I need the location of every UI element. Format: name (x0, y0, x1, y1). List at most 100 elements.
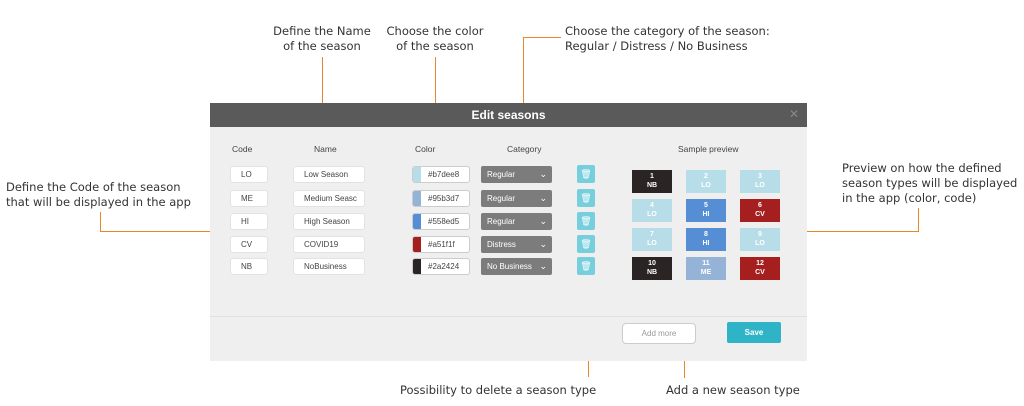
annotation-add-line (684, 350, 685, 378)
add-more-button[interactable]: Add more (622, 323, 696, 344)
annotation-add: Add a new season type (666, 383, 800, 397)
code-field[interactable]: ME (230, 190, 268, 207)
header-code: Code (232, 144, 253, 154)
color-hex: #a51f1f (428, 240, 455, 249)
delete-button[interactable]: 🗑 (577, 189, 595, 207)
tile-code: CV (755, 211, 765, 218)
name-field[interactable]: High Season (293, 213, 365, 230)
tile-code: NB (646, 182, 658, 189)
color-hex: #95b3d7 (428, 194, 460, 203)
chevron-down-icon: ⌄ (539, 169, 547, 179)
trash-icon: 🗑 (580, 193, 592, 203)
header-sample-preview: Sample preview (678, 144, 739, 154)
category-select-value: Regular (487, 194, 516, 203)
dialog-header: Edit seasons ✕ (210, 103, 807, 127)
dialog-title: Edit seasons (471, 108, 546, 122)
name-field[interactable]: COVID19 (293, 236, 365, 253)
delete-button[interactable]: 🗑 (577, 212, 595, 230)
chevron-down-icon: ⌄ (539, 239, 547, 249)
annotation-category-line-v (523, 37, 524, 121)
annotation-preview-line-h (797, 231, 919, 232)
color-hex: #558ed5 (428, 217, 460, 226)
name-field[interactable]: Low Season (293, 166, 365, 183)
delete-button[interactable]: 🗑 (577, 235, 595, 253)
category-select[interactable]: Regular ⌄ (481, 213, 552, 230)
color-hex: #2a2424 (428, 262, 460, 271)
category-select[interactable]: No Business ⌄ (481, 258, 552, 275)
color-swatch (413, 214, 421, 229)
color-field[interactable]: #558ed5 (412, 213, 470, 230)
annotation-code: Define the Code of the season that will … (6, 180, 191, 209)
color-hex: #b7dee8 (428, 170, 460, 179)
tile-number: 12 (756, 260, 764, 267)
delete-button[interactable]: 🗑 (577, 257, 595, 275)
annotation-category: Choose the category of the season: Regul… (565, 24, 770, 53)
color-field[interactable]: #b7dee8 (412, 166, 470, 183)
category-select[interactable]: Regular ⌄ (481, 166, 552, 183)
tile-number: 8 (704, 231, 708, 238)
tile-number: 9 (758, 231, 762, 238)
category-select-value: Regular (487, 217, 516, 226)
delete-button[interactable]: 🗑 (577, 165, 595, 183)
chevron-down-icon: ⌄ (539, 261, 547, 271)
category-select-value: Distress (487, 240, 516, 249)
save-button[interactable]: Save (727, 322, 781, 343)
annotation-code-line-h (100, 231, 224, 232)
footer-divider (210, 316, 807, 317)
code-field[interactable]: HI (230, 213, 268, 230)
annotation-preview: Preview on how the defined season types … (842, 161, 1018, 205)
tile-number: 11 (702, 260, 710, 267)
header-name: Name (314, 144, 337, 154)
close-icon[interactable]: ✕ (788, 107, 799, 121)
trash-icon: 🗑 (580, 261, 592, 271)
color-field[interactable]: #a51f1f (412, 236, 470, 253)
annotation-preview-line-v (918, 208, 919, 231)
edit-seasons-dialog: Edit seasons ✕ Code Name Color Category … (210, 103, 807, 361)
header-category: Category (507, 144, 542, 154)
category-select-value: Regular (487, 170, 516, 179)
color-field[interactable]: #95b3d7 (412, 190, 470, 207)
category-select-value: No Business (487, 262, 532, 271)
annotation-name-line (322, 57, 323, 121)
trash-icon: 🗑 (580, 239, 592, 249)
tile-code: HI (702, 211, 710, 218)
tile-code: CV (755, 269, 765, 276)
category-select[interactable]: Distress ⌄ (481, 236, 552, 253)
tile-number: 1 (650, 173, 654, 180)
code-field[interactable]: CV (230, 236, 268, 253)
tile-code: NB (646, 269, 658, 276)
tile-number: 5 (704, 202, 708, 209)
tile-number: 4 (650, 202, 654, 209)
code-field[interactable]: LO (230, 166, 268, 183)
category-select[interactable]: Regular ⌄ (481, 190, 552, 207)
color-swatch (413, 167, 421, 182)
color-swatch (413, 237, 421, 252)
annotation-category-line-h (523, 37, 561, 38)
tile-number: 7 (650, 231, 654, 238)
color-field[interactable]: #2a2424 (412, 258, 470, 275)
annotation-color: Choose the color of the season (386, 24, 484, 53)
tile-number: 10 (648, 260, 656, 267)
color-swatch (413, 259, 421, 274)
name-field[interactable]: NoBusiness (293, 258, 365, 275)
annotation-code-line-v (100, 212, 101, 231)
trash-icon: 🗑 (580, 169, 592, 179)
code-field[interactable]: NB (230, 258, 268, 275)
name-field[interactable]: Medium Seasc (293, 190, 365, 207)
annotation-color-line (435, 57, 436, 121)
tile-code: LO (647, 240, 657, 247)
chevron-down-icon: ⌄ (539, 193, 547, 203)
chevron-down-icon: ⌄ (539, 216, 547, 226)
tile-code: HI (702, 240, 710, 247)
